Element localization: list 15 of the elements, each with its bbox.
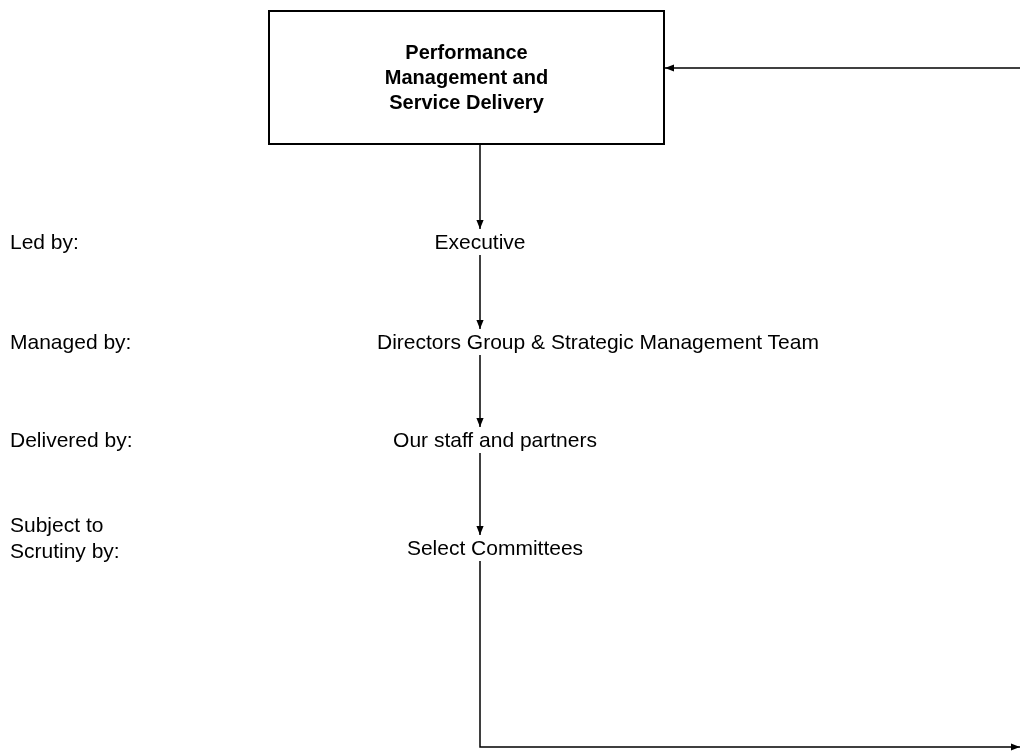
arrow (476, 354, 484, 428)
process-box: Performance Management and Service Delivery (268, 10, 665, 145)
row-label: Led by: (10, 229, 80, 255)
row-label: Subject to Scrutiny by: (10, 512, 121, 564)
node-text: Select Committees (345, 535, 645, 561)
node-text: Our staff and partners (345, 427, 645, 453)
node-text: Directors Group & Strategic Management Team (298, 329, 898, 355)
arrow (664, 64, 1021, 72)
arrow (476, 452, 484, 536)
arrow (476, 144, 484, 230)
row-label: Delivered by: (10, 427, 134, 453)
row-label: Managed by: (10, 329, 133, 355)
arrow (476, 254, 484, 330)
arrow (479, 560, 1021, 751)
node-text: Executive (380, 229, 580, 255)
